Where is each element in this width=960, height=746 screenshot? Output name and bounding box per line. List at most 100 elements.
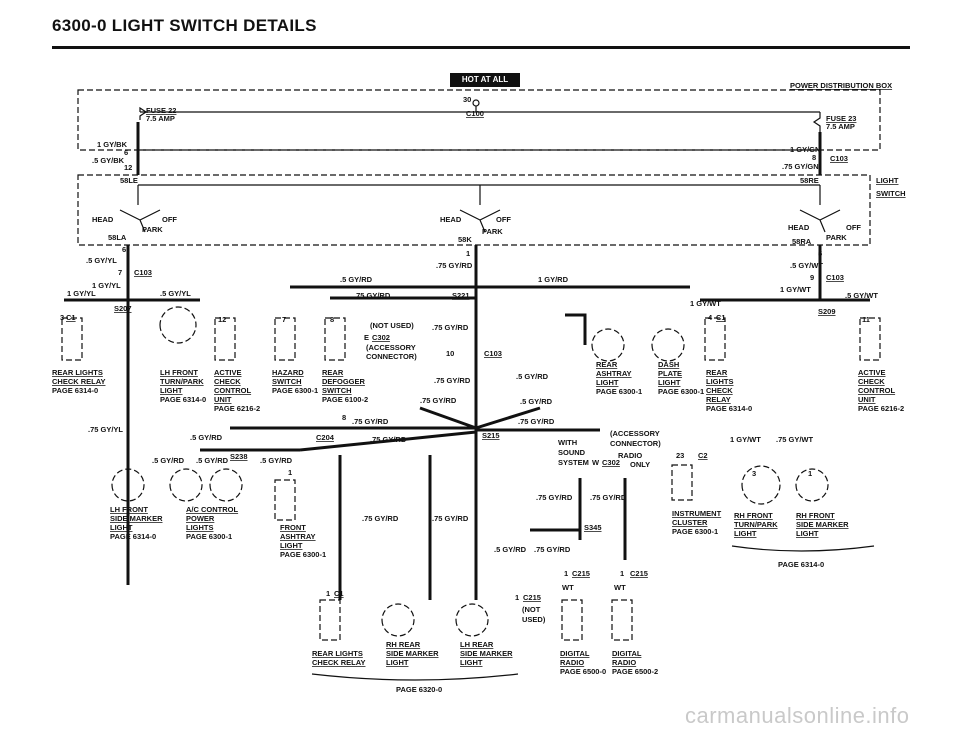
w-right-c103: C103 (830, 154, 848, 163)
w-gy-yl-5: .5 GY/YL (86, 256, 117, 265)
w-c103-b: C103 (826, 273, 844, 282)
w-gy-yl-1b: 1 GY/YL (67, 289, 96, 298)
w-p23: 23 (676, 451, 684, 460)
lbl-rhft-3: LIGHT (734, 529, 757, 538)
light-switch-label-1: LIGHT (876, 176, 899, 185)
w-gy-rd-75m: .75 GY/RD (534, 545, 571, 554)
w-gy-rd-5g: .5 GY/RD (196, 456, 229, 465)
lbl-fa-3: LIGHT (280, 541, 303, 550)
w-c302b: C302 (602, 458, 620, 467)
w-w: W (592, 458, 600, 467)
lbl-defog-2: DEFOGGER (322, 377, 366, 386)
lbl-fa-2: ASHTRAY (280, 532, 316, 541)
ls-switch-mid (459, 209, 501, 233)
lbl-dash-4: PAGE 6300-1 (658, 387, 704, 396)
lbl-rhft-1: RH FRONT (734, 511, 773, 520)
w-c204: C204 (316, 433, 335, 442)
w-p3: 3 (60, 313, 64, 322)
lbl-lh-front-1: LH FRONT (160, 368, 198, 377)
w-p8: 8 (342, 413, 346, 422)
lbl-rear-lights-check-3: PAGE 6314-0 (52, 386, 98, 395)
w-s345: S345 (584, 523, 602, 532)
lbl-rlc3-1: REAR LIGHTS (312, 649, 363, 658)
lbl-rhrm-1: RH REAR (386, 640, 421, 649)
w-gy-rd-5f: .5 GY/RD (152, 456, 185, 465)
lbl-rhft-2: TURN/PARK (734, 520, 778, 529)
ls-off-3: OFF (846, 223, 861, 232)
lamp-rh-front-marker (795, 468, 829, 502)
lbl-active-2-5: PAGE 6216-2 (858, 404, 904, 413)
w-right-1: 1 GY/GN (790, 145, 820, 154)
w-system: SYSTEM (558, 458, 589, 467)
watermark: carmanualsonline.info (685, 703, 910, 728)
lbl-bottom-page: PAGE 6320-0 (396, 685, 442, 694)
wire-radio-feeds (530, 478, 627, 560)
box-hazard (274, 317, 296, 361)
w-gy-wt-5: .5 GY/WT (790, 261, 823, 270)
lbl-active-2-1: ACTIVE (858, 368, 886, 377)
w-gy-rd-1: 1 GY/RD (538, 275, 569, 284)
w-gy-rd-5c: .5 GY/RD (516, 372, 549, 381)
power-box-title: POWER DISTRIBUTION BOX (790, 81, 892, 90)
lbl-lhrm-2: SIDE MARKER (460, 649, 513, 658)
w-only: ONLY (630, 460, 650, 469)
wire-ashtray-feed (565, 313, 587, 345)
lamp-rear-ashtray (591, 328, 625, 362)
ls-head-1: HEAD (92, 215, 114, 224)
w-c1c: C1 (334, 589, 344, 598)
lbl-rhrm-2: SIDE MARKER (386, 649, 439, 658)
ls-contacts (137, 184, 821, 205)
lbl-lh-front-3: LIGHT (160, 386, 183, 395)
w-p3b: 3 (752, 469, 756, 478)
lbl-dr1-3: PAGE 6500-0 (560, 667, 606, 676)
lbl-lhfm-3: LIGHT (110, 523, 133, 532)
lbl-dash-1: DASH (658, 360, 679, 369)
rh-front-brace (731, 545, 875, 552)
w-left-12: 12 (124, 163, 132, 172)
w-gy-rd-75c: .75 GY/RD (432, 323, 469, 332)
lbl-ac-3: LIGHTS (186, 523, 214, 532)
fuse23-label: FUSE 23 (826, 114, 856, 123)
bottom-brace (311, 673, 519, 681)
lamp-lh-rear-marker (455, 603, 489, 637)
lbl-ashtray-4: PAGE 6300-1 (596, 387, 642, 396)
lbl-active-1-3: CONTROL (214, 386, 251, 395)
box-rear-lights-check (61, 317, 83, 361)
w-acc4: CONNECTOR) (610, 439, 661, 448)
lbl-hazard-1: HAZARD (272, 368, 304, 377)
box-instrument (671, 464, 693, 501)
w-e: E (364, 333, 369, 342)
lbl-rlc2-2: LIGHTS (706, 377, 734, 386)
lbl-rlc2-5: PAGE 6314-0 (706, 404, 752, 413)
c100-terminal (472, 99, 480, 107)
w-p1b: 1 (620, 569, 624, 578)
ls-58re: 58RE (800, 176, 819, 185)
ls-pin1: 1 (466, 249, 470, 258)
lbl-lh-front-4: PAGE 6314-0 (160, 395, 206, 404)
lbl-hazard-2: SWITCH (272, 377, 302, 386)
lbl-active-1-4: UNIT (214, 395, 232, 404)
box-rear-lights-check-3 (319, 599, 341, 641)
w-p1: 1 (564, 569, 568, 578)
w-p9: 9 (810, 273, 814, 282)
w-radio: RADIO (618, 451, 642, 460)
w-gy-rd-75e: .75 GY/RD (420, 396, 457, 405)
w-c215a: C215 (572, 569, 590, 578)
lbl-dr1-1: DIGITAL (560, 649, 590, 658)
w-gy-rd-75l: .75 GY/RD (590, 493, 627, 502)
lbl-ic-2: CLUSTER (672, 518, 708, 527)
box-active-check-1 (214, 317, 236, 361)
w-not-used2: (NOT (522, 605, 541, 614)
w-c1b: C1 (716, 313, 726, 322)
ls-pin6: 6 (122, 245, 126, 254)
c100-label: C100 (466, 109, 484, 118)
bus-bar (140, 106, 820, 113)
lbl-ashtray-1: REAR (596, 360, 618, 369)
w-wt2: WT (614, 583, 626, 592)
ls-58la: 58LA (108, 233, 127, 242)
w-p4: 4 (708, 313, 713, 322)
w-gy-rd-75: .75 GY/RD (436, 261, 473, 270)
lbl-dr2-2: RADIO (612, 658, 636, 667)
fuse23-symbol (812, 112, 821, 132)
w-wt: WT (562, 583, 574, 592)
